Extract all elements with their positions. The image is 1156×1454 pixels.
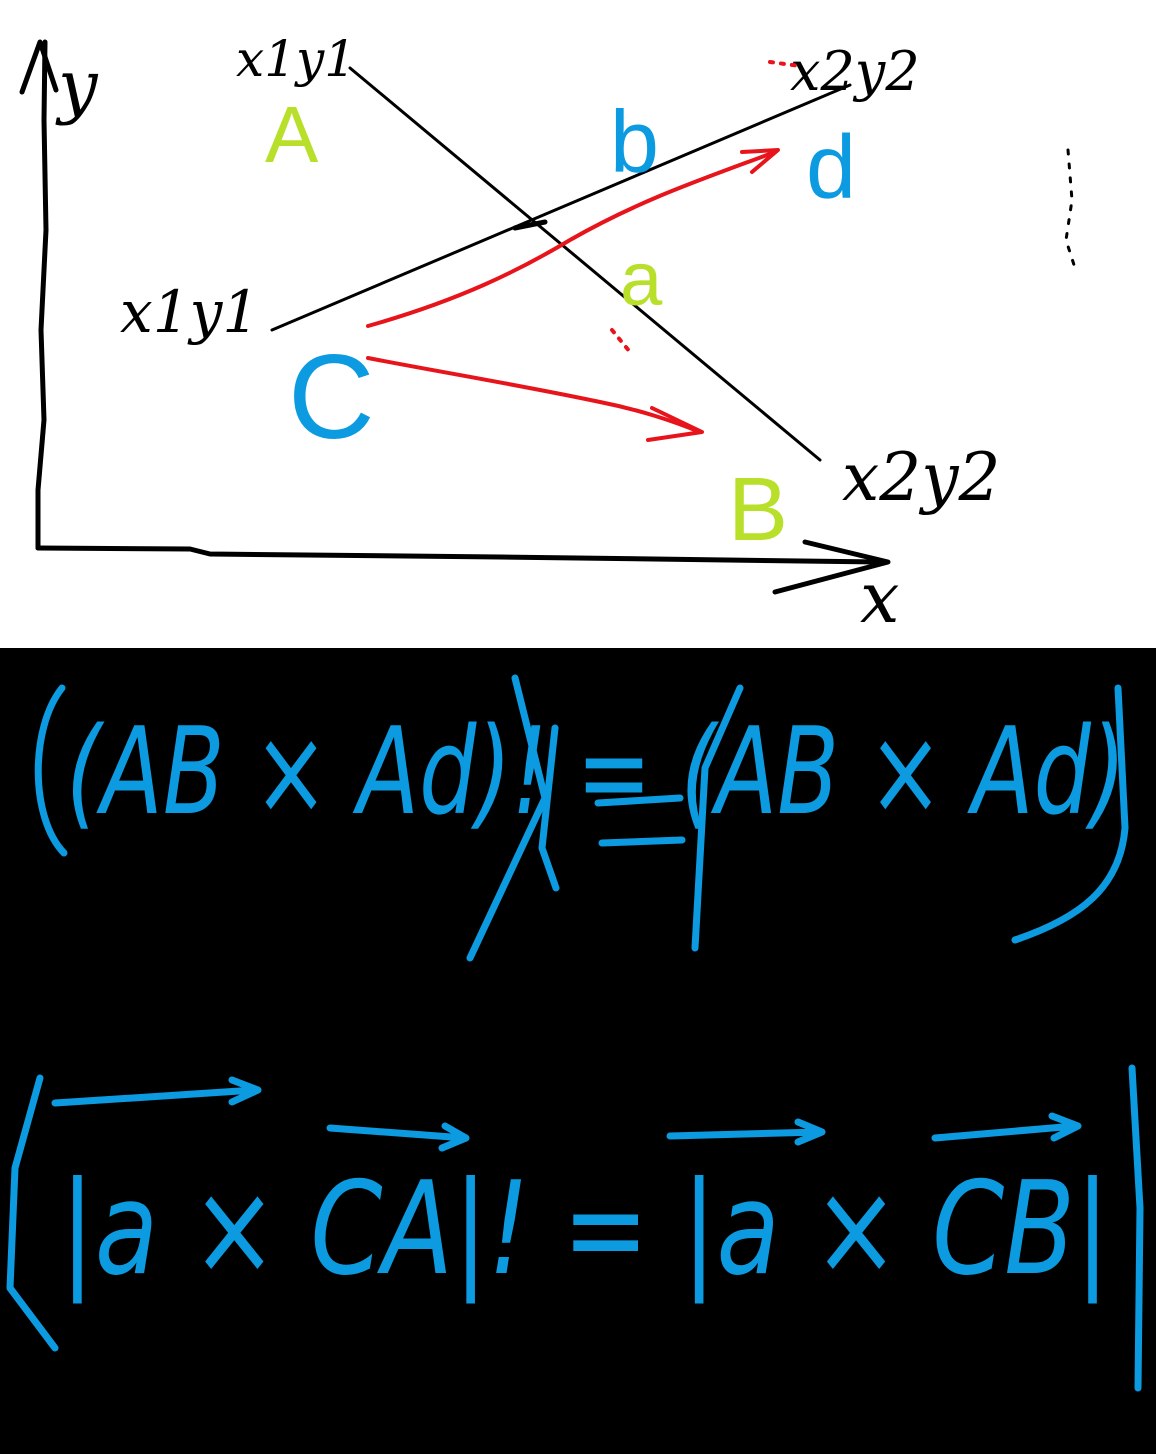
point-C-label: C bbox=[288, 330, 375, 464]
coord-label-top-left: x1y1 bbox=[236, 30, 356, 88]
y-axis-arrowhead bbox=[19, 39, 59, 95]
eq2-left-bracket bbox=[6, 1074, 59, 1352]
y-axis-label: y bbox=[55, 45, 99, 127]
vector-CB-arrow bbox=[366, 356, 702, 434]
x-axis-label-text: x bbox=[860, 557, 899, 639]
vector-CA-arrowhead bbox=[740, 148, 780, 174]
point-A-label: A bbox=[265, 90, 319, 179]
eq1-equals-sign bbox=[594, 794, 686, 847]
coord-label-d: x2y2 bbox=[790, 40, 920, 103]
equations-panel: (AB × Ad)! = (AB × Ad) |a × CA|! = |a × … bbox=[0, 648, 1156, 1454]
equation-line-1: (AB × Ad)! = (AB × Ad) bbox=[34, 674, 1129, 962]
coord-label-B: x2y2 bbox=[842, 439, 1001, 516]
segment-a-line bbox=[348, 66, 822, 462]
eq2-arrow-over-CB bbox=[931, 1112, 1082, 1142]
eq2-arrow-over-a bbox=[51, 1076, 262, 1107]
x-axis-label: x bbox=[860, 557, 899, 639]
vector-CA-arrow bbox=[366, 150, 777, 328]
coordinate-diagram-panel: y x x1y1 x1y1 x2y2 x2y2 A B a C b bbox=[0, 0, 1156, 648]
eq1-abs-bar-right bbox=[691, 684, 744, 952]
eq2-arrow-over-a-right bbox=[666, 1118, 826, 1146]
point-d-label: d bbox=[806, 118, 856, 218]
coord-label-C: x1y1 bbox=[120, 278, 259, 346]
segment-a-label: a bbox=[620, 237, 663, 322]
equation-1-text: (AB × Ad)! = (AB × Ad) bbox=[66, 703, 1126, 842]
eq1-closing-stroke bbox=[1011, 684, 1129, 944]
vector-CB-arrowhead bbox=[646, 406, 704, 442]
eq2-right-bar bbox=[1128, 1064, 1144, 1392]
point-B-label: B bbox=[728, 460, 788, 560]
x-axis-arrowhead bbox=[772, 539, 891, 595]
eq2-arrow-over-CA bbox=[326, 1122, 470, 1152]
segment-b-line bbox=[270, 83, 852, 332]
intersection-mark bbox=[512, 219, 548, 231]
eq1-open-paren bbox=[34, 684, 68, 857]
x-axis-line bbox=[35, 545, 883, 565]
y-axis-line bbox=[35, 39, 49, 551]
stray-red-dots bbox=[610, 60, 802, 354]
stray-mark-right bbox=[1064, 148, 1077, 270]
equation-2-text: |a × CA|! = |a × CB| bbox=[60, 1155, 1110, 1304]
eq1-abs-bar-left-2 bbox=[538, 724, 560, 892]
equations-drawing: (AB × Ad)! = (AB × Ad) |a × CA|! = |a × … bbox=[6, 674, 1144, 1392]
equation-line-2: |a × CA|! = |a × CB| bbox=[6, 1064, 1144, 1392]
y-axis-label-text: y bbox=[55, 45, 99, 127]
coordinate-diagram: y x x1y1 x1y1 x2y2 x2y2 A B a C b bbox=[19, 30, 1077, 639]
segment-b-label: b bbox=[610, 92, 659, 191]
coordinate-axes bbox=[19, 39, 891, 595]
